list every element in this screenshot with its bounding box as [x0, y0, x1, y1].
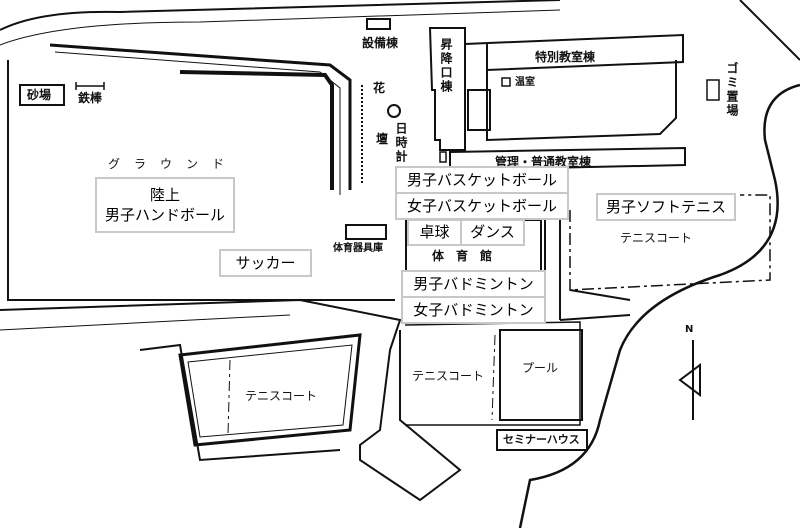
pool-label: プール	[522, 361, 559, 375]
gymnasium-label: 体育館	[432, 249, 505, 263]
special-classroom-building-label: 特別教室棟	[535, 50, 596, 64]
boys-badminton-area[interactable]: 男子バドミントン	[401, 270, 546, 298]
boys-soft-tennis-area[interactable]: 男子ソフトテニス	[596, 193, 736, 221]
table-tennis-area[interactable]: 卓球	[407, 219, 462, 246]
iron-bar-label: 鉄棒	[78, 91, 103, 105]
tennis-court-east-label: テニスコート	[620, 231, 693, 245]
girls-badminton-area[interactable]: 女子バドミントン	[401, 296, 546, 324]
sandpit-label: 砂場	[27, 88, 52, 102]
dance-area[interactable]: ダンス	[460, 219, 525, 246]
garbage-area-label: ゴミ置場	[725, 62, 739, 118]
track-label: 陸上	[149, 185, 180, 204]
boys-basketball-area[interactable]: 男子バスケットボール	[395, 166, 569, 194]
sundial-label: 日時計	[394, 122, 408, 164]
north-label: N	[685, 324, 694, 335]
soccer-area[interactable]: サッカー	[219, 249, 312, 277]
boys-handball-label: 男子ハンドボール	[104, 206, 225, 224]
track-handball-area[interactable]: 陸上 男子ハンドボール	[95, 177, 235, 233]
girls-basketball-area[interactable]: 女子バスケットボール	[395, 192, 569, 220]
entrance-building-label: 昇降口棟	[439, 38, 453, 94]
admin-building-label: 管理・普通教室棟	[495, 155, 592, 169]
tennis-court-west-label: テニスコート	[245, 389, 318, 403]
greenhouse-label: 温室	[515, 77, 535, 88]
equipment-storage-label: 体育器具庫	[333, 243, 383, 254]
flowerbed-label-1: 花	[373, 81, 386, 95]
facility-building-label: 設備棟	[362, 36, 399, 50]
seminar-house-label: セミナーハウス	[503, 433, 580, 446]
flowerbed-label-2: 壇	[376, 132, 389, 146]
ground-label: グラウンド	[108, 157, 239, 171]
tennis-court-center-label: テニスコート	[412, 369, 485, 383]
